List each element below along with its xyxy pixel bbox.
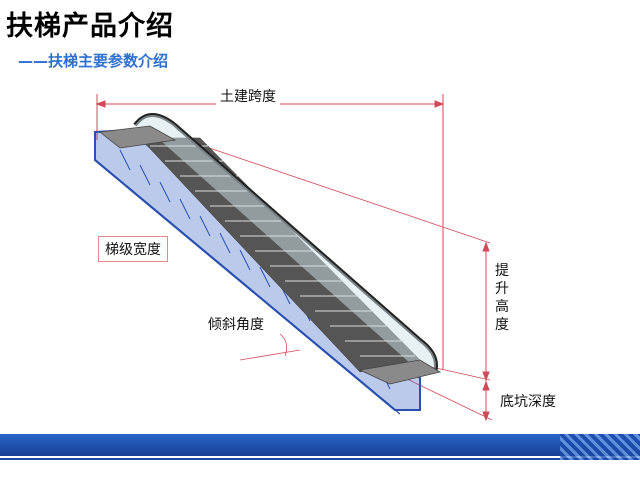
pit-depth-label: 底坑深度 (500, 394, 556, 410)
upper-landing (99, 125, 177, 149)
footer-band (0, 434, 640, 464)
rise-label-char: 度 (495, 317, 509, 333)
rise-label: 提 升 高 度 (494, 262, 510, 334)
rise-label-char: 高 (495, 299, 509, 315)
footer-pattern (560, 434, 640, 460)
lower-landing (358, 359, 442, 385)
footer-line (0, 458, 640, 460)
page-subtitle: ——扶梯主要参数介绍 (18, 52, 169, 70)
page-title: 扶梯产品介绍 (6, 11, 174, 42)
step-width-label: 梯级宽度 (98, 236, 168, 262)
footer-bar (0, 434, 640, 456)
incline-angle-label: 倾斜角度 (208, 317, 264, 333)
handrail (133, 113, 438, 373)
escalator-steps (139, 137, 421, 373)
rise-label-char: 提 (495, 263, 509, 279)
rise-dimension (482, 241, 490, 422)
span-label: 土建跨度 (216, 86, 280, 106)
incline-angle-indicator (239, 333, 301, 361)
rise-label-char: 升 (495, 281, 509, 297)
